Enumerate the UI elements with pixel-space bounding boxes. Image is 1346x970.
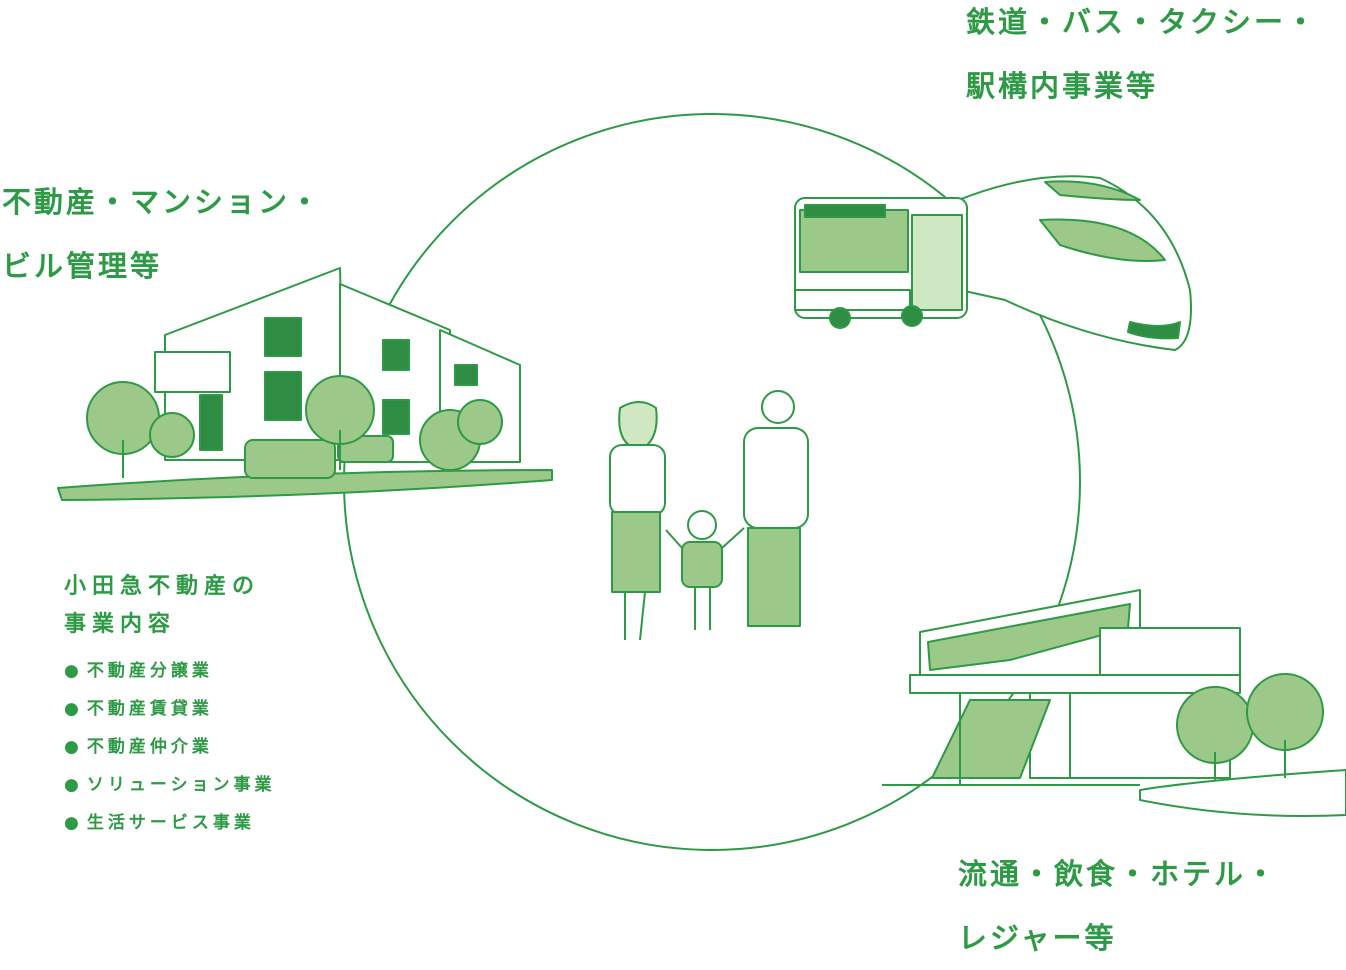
label-real-estate: 不動産・マンション・ ビル管理等 xyxy=(2,170,322,298)
label-line: レジャー等 xyxy=(958,921,1117,955)
list-item: 不動産分譲業 xyxy=(64,652,276,690)
label-line: 流通・飲食・ホテル・ xyxy=(958,857,1279,891)
label-line: 不動産・マンション・ xyxy=(2,185,323,219)
label-line: ビル管理等 xyxy=(2,249,163,283)
list-item: 不動産仲介業 xyxy=(64,728,276,766)
illustration xyxy=(57,113,1346,851)
business-title-line: 事業内容 xyxy=(64,612,177,637)
houses-illustration xyxy=(57,267,553,501)
list-item: 不動産賃貸業 xyxy=(64,690,276,728)
diagram-stage: 不動産・マンション・ ビル管理等 鉄道・バス・タクシー・ 駅構内事業等 流通・飲… xyxy=(0,0,1346,946)
business-list: 不動産分譲業 不動産賃貸業 不動産仲介業 ソリューション事業 生活サービス事業 xyxy=(64,652,276,842)
label-transport: 鉄道・バス・タクシー・ 駅構内事業等 xyxy=(966,0,1318,118)
building-illustration xyxy=(882,589,1346,817)
label-distribution: 流通・飲食・ホテル・ レジャー等 xyxy=(958,842,1278,970)
bus-train-illustration xyxy=(794,175,1192,351)
list-item: ソリューション事業 xyxy=(64,766,276,804)
label-line: 鉄道・バス・タクシー・ xyxy=(966,5,1319,39)
label-line: 駅構内事業等 xyxy=(966,69,1159,103)
family-illustration xyxy=(609,390,809,641)
business-description: 小田急不動産の 事業内容 不動産分譲業 不動産賃貸業 不動産仲介業 ソリューショ… xyxy=(64,568,276,842)
business-title-line: 小田急不動産の xyxy=(64,574,261,599)
list-item: 生活サービス事業 xyxy=(64,804,276,842)
